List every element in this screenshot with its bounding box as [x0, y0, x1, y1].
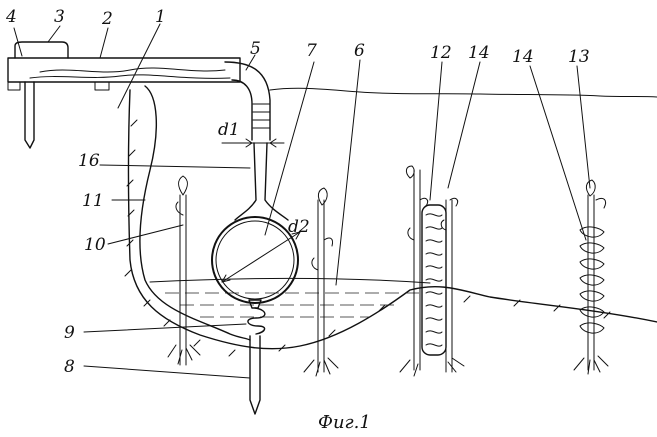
label-7: 7 [306, 41, 317, 61]
spring [248, 308, 265, 334]
label-14-b: 14 [512, 47, 534, 67]
left-stake [25, 82, 34, 148]
trench-outline [129, 90, 657, 349]
horizontal-beam [8, 58, 240, 82]
dimension-d1 [222, 139, 284, 147]
label-13: 13 [568, 47, 590, 67]
label-10: 10 [84, 235, 106, 255]
label-2: 2 [101, 9, 113, 29]
label-1: 1 [155, 7, 166, 27]
clamp-mid [95, 82, 109, 90]
water-surface [150, 278, 430, 283]
label-d1: d1 [218, 120, 240, 140]
figure-caption: Фиг.1 [318, 412, 371, 433]
label-11: 11 [82, 191, 104, 211]
sapling-10 [168, 176, 200, 365]
sapling-13-with-coil [574, 180, 608, 374]
label-8: 8 [64, 357, 75, 377]
label-16: 16 [78, 151, 100, 171]
label-4: 4 [5, 7, 17, 27]
label-3: 3 [54, 7, 65, 27]
sapling-12-with-sleeve [400, 166, 464, 376]
elbow-bands [253, 104, 270, 128]
sphere-inner [216, 221, 294, 299]
label-d2: d2 [288, 217, 310, 237]
sphere-reservoir [212, 217, 298, 303]
label-9: 9 [64, 323, 75, 343]
label-14-a: 14 [468, 43, 490, 63]
top-box [15, 42, 68, 58]
label-6: 6 [354, 41, 365, 61]
ground-surface [270, 88, 657, 97]
clamp-left [8, 82, 20, 90]
dimension-d2 [222, 232, 300, 282]
label-12: 12 [430, 43, 452, 63]
label-5: 5 [250, 39, 261, 59]
